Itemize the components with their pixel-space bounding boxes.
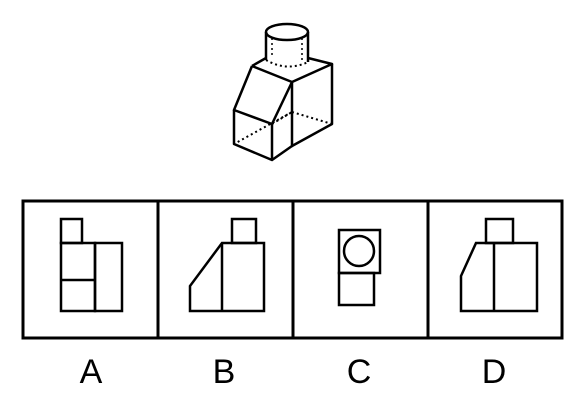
reference-solid — [232, 22, 334, 162]
option-a-label[interactable]: A — [79, 353, 103, 391]
option-c-label[interactable]: C — [346, 353, 372, 391]
options-frame — [21, 199, 564, 340]
option-b-figure[interactable] — [188, 217, 266, 313]
hidden-edges — [233, 82, 333, 145]
slanted-part — [232, 65, 294, 126]
option-d-figure[interactable] — [459, 217, 539, 313]
option-b-label[interactable]: B — [212, 353, 236, 391]
block-top-face — [251, 56, 334, 84]
front-block — [232, 110, 293, 162]
cylinder — [264, 22, 310, 68]
option-d-label[interactable]: D — [481, 353, 507, 391]
right-block — [290, 64, 334, 148]
option-a-figure[interactable] — [59, 217, 124, 313]
option-c-figure[interactable] — [337, 228, 382, 307]
